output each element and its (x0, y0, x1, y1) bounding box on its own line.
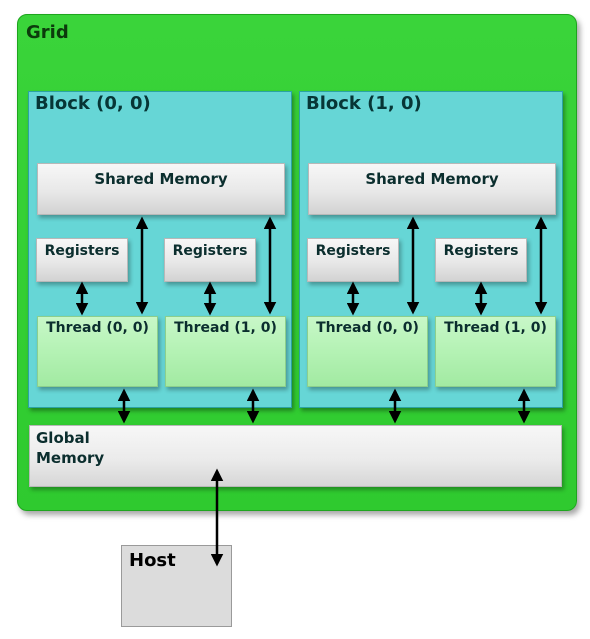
block-0-0-label: Block (0, 0) (35, 93, 151, 114)
block-1-0-shared-memory: Shared Memory (308, 163, 556, 215)
block-0-0-thread-1: Thread (1, 0) (165, 316, 286, 387)
host-label: Host (129, 550, 176, 571)
block-1-0-thread-1: Thread (1, 0) (435, 316, 556, 387)
block-0-0-thread-0: Thread (0, 0) (37, 316, 158, 387)
block-0-0-shared-memory: Shared Memory (37, 163, 285, 215)
block-1-0-thread-0-registers: Registers (307, 238, 399, 282)
global-memory (29, 425, 562, 487)
grid-label: Grid (26, 22, 69, 43)
global-memory-label: Global Memory (36, 429, 105, 467)
block-0-0-thread-1-registers: Registers (164, 238, 256, 282)
block-1-0-label: Block (1, 0) (306, 93, 422, 114)
block-1-0-thread-0: Thread (0, 0) (307, 316, 428, 387)
block-1-0-thread-1-registers: Registers (435, 238, 527, 282)
